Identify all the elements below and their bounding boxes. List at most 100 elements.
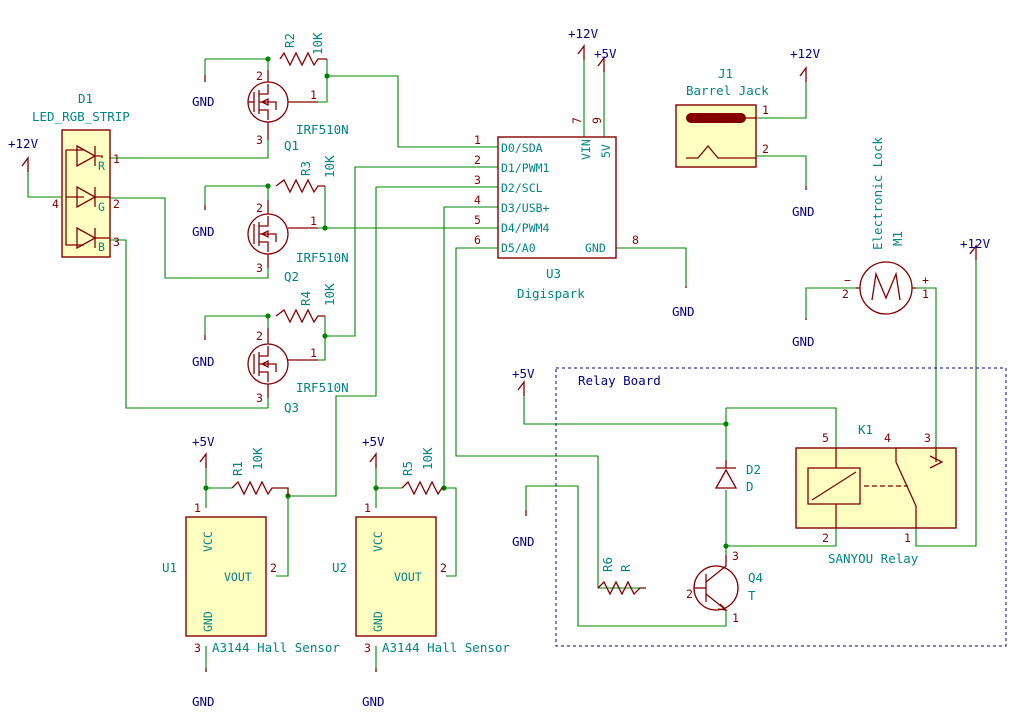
pwr-label-12v-1: +12V (8, 136, 39, 151)
power-symbols: +12V +12V +5V +12V +12V +5V +5V +5V (8, 26, 991, 709)
k1-pin-5: 5 (822, 431, 829, 445)
d1-value: LED_RGB_STRIP (32, 109, 130, 124)
power-5v-relay: +5V (512, 366, 535, 396)
r4-ref: R4 (298, 291, 313, 306)
m1-ref: M1 (890, 231, 905, 246)
r5-value: 10K (420, 447, 435, 470)
u1-pin-vout: VOUT (224, 570, 252, 584)
gnd-digispark: GND (672, 286, 695, 319)
gnd-u2: GND (362, 668, 385, 709)
q2-pin-3: 3 (256, 261, 263, 275)
u1-value: A3144 Hall Sensor (212, 640, 340, 655)
gnd-label-8: GND (192, 694, 215, 709)
power-12v-vin: +12V (568, 26, 599, 60)
u3-pin-num-4: 4 (474, 193, 481, 207)
k1-ref: K1 (858, 422, 873, 437)
u2-pin-3: 3 (364, 641, 371, 655)
d1-ref: D1 (78, 91, 93, 106)
d1-pin-label-g: G (98, 200, 105, 214)
gnd-label-3: GND (192, 354, 215, 369)
u2-pin-1: 1 (364, 501, 371, 515)
u3-pin-d1: D1/PWM1 (501, 161, 550, 175)
u3-pin-num-5: 5 (474, 213, 481, 227)
k1-pin-1: 1 (904, 531, 911, 545)
electronic-lock-m1: − + 2 1 Electronic Lock M1 (842, 137, 929, 315)
u3-pin-num-2: 2 (474, 153, 481, 167)
m1-minus: − (844, 273, 851, 287)
r4-value: 10K (322, 283, 337, 306)
hall-sensor-u2: VCC GND VOUT 1 2 3 U2 A3144 Hall Sensor (332, 501, 510, 655)
u3-pin-d3: D3/USB+ (501, 201, 550, 215)
u1-pin-2: 2 (270, 561, 277, 575)
k1-value: SANYOU Relay (828, 551, 919, 566)
resistor-r1: R1 10K (230, 447, 289, 496)
q3-pin-1: 1 (310, 346, 317, 360)
q3-ref: Q3 (284, 400, 299, 415)
d1-pin-4: 4 (52, 197, 59, 211)
gnd-label-5: GND (792, 204, 815, 219)
gnd-jack: GND (792, 186, 815, 219)
r3-value: 10K (322, 155, 337, 178)
u3-pin-num-9: 9 (590, 117, 604, 124)
u3-pin-d2: D2/SCL (501, 181, 543, 195)
d1-pin-3: 3 (113, 235, 120, 249)
q1-ref: Q1 (284, 138, 299, 153)
u2-pin-vout: VOUT (394, 570, 422, 584)
mosfet-q3: 2 1 3 IRF510N Q3 (247, 328, 349, 415)
gnd-r4: GND (192, 335, 215, 369)
j1-value: Barrel Jack (686, 83, 769, 98)
u2-pin-gnd: GND (371, 611, 385, 632)
gnd-label-9: GND (362, 694, 385, 709)
gnd-label-1: GND (192, 94, 215, 109)
u3-pin-d4: D4/PWM4 (501, 221, 550, 235)
gnd-u1: GND (192, 668, 215, 709)
m1-plus: + (922, 273, 929, 287)
pwr-label-5v-3: +5V (192, 434, 215, 449)
gnd-label-6: GND (792, 334, 815, 349)
d1-pin-2: 2 (113, 197, 120, 211)
q1-pin-2: 2 (256, 69, 263, 83)
q4-value: T (748, 588, 756, 603)
r2-value: 10K (310, 32, 325, 55)
u3-pin-num-7: 7 (570, 117, 584, 124)
junction-dots (203, 56, 729, 549)
q3-pin-3: 3 (256, 391, 263, 405)
u3-value: Digispark (517, 286, 585, 301)
q4-pin-1: 1 (732, 611, 739, 625)
d2-value: D (746, 479, 754, 494)
resistor-r5: R5 10K (400, 447, 444, 496)
q2-pin-2: 2 (256, 201, 263, 215)
r1-ref: R1 (230, 461, 245, 476)
relay-k1: K1 SANYOU Relay 5 4 3 2 1 (795, 422, 957, 566)
r3-ref: R3 (298, 161, 313, 176)
u2-ref: U2 (332, 560, 347, 575)
u1-ref: U1 (162, 560, 177, 575)
d1-pin-label-r: R (98, 159, 105, 173)
m1-pin-2: 2 (842, 287, 849, 301)
diode-d2: D2 D (714, 460, 761, 494)
pwr-label-12v-3: +12V (790, 46, 821, 61)
q2-value: IRF510N (296, 250, 349, 265)
gnd-label-2: GND (192, 224, 215, 239)
resistor-r2: R2 10K (279, 32, 327, 67)
barrel-jack-j1: J1 Barrel Jack 1 2 (675, 66, 769, 168)
pwr-label-5v-2: +5V (512, 366, 535, 381)
k1-pin-4: 4 (884, 431, 891, 445)
u1-pin-gnd: GND (201, 611, 215, 632)
u2-value: A3144 Hall Sensor (382, 640, 510, 655)
u2-pin-2: 2 (440, 561, 447, 575)
k1-pin-3: 3 (924, 431, 931, 445)
hall-sensor-u1: VCC GND VOUT 1 2 3 U1 A3144 Hall Sensor (162, 501, 340, 655)
u3-pin-d5: D5/A0 (501, 241, 536, 255)
d2-ref: D2 (746, 462, 761, 477)
gnd-label-4: GND (672, 304, 695, 319)
m1-value: Electronic Lock (870, 137, 885, 250)
relay-board-label: Relay Board (578, 373, 661, 388)
relay-board: Relay Board (555, 367, 1007, 647)
gnd-label-7: GND (512, 534, 535, 549)
u3-pin-5v: 5V (599, 144, 613, 158)
led-rgb-strip: D1 LED_RGB_STRIP R G B 1 2 3 4 (27, 91, 130, 258)
power-5v-digispark: +5V (594, 46, 617, 72)
u1-pin-3: 3 (194, 641, 201, 655)
pwr-label-12v-4: +12V (960, 236, 991, 251)
